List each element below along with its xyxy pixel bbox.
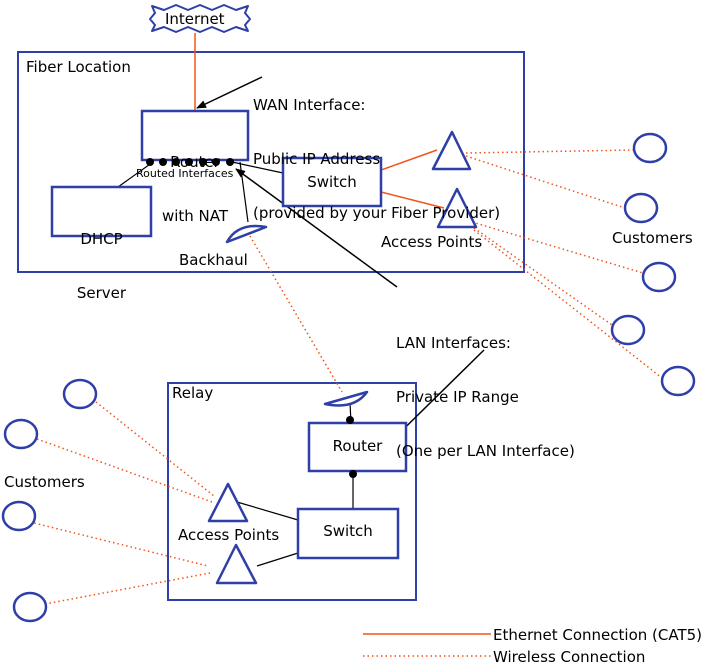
customer-icon [660, 365, 696, 397]
wan-label-line2: Public IP Address [253, 150, 381, 168]
customer-icon [610, 314, 646, 346]
router-relay-box [307, 421, 408, 473]
internet-label: Internet [165, 10, 225, 28]
access-point-icon-top-2 [436, 187, 478, 229]
lan-label-line1: LAN Interfaces: [396, 334, 511, 352]
access-points-relay-label: Access Points [178, 526, 280, 544]
customer-icons [1, 132, 696, 623]
relay-title: Relay [172, 384, 214, 402]
lan-label-line3: (One per LAN Interface) [396, 442, 575, 460]
backhaul-dish-icon-top [225, 224, 268, 244]
lan-label-line2: Private IP Range [396, 388, 519, 406]
fiber-location-title: Fiber Location [26, 58, 131, 76]
access-point-icon-top-1 [431, 130, 472, 171]
relay-box [167, 382, 417, 601]
wireless-connections [29, 149, 663, 605]
customer-icon [62, 378, 98, 410]
switch-top-box [281, 156, 383, 208]
customer-icon [641, 261, 677, 293]
ethernet-connections [194, 33, 445, 209]
customer-icon [3, 418, 39, 450]
routed-interface-dots [146, 158, 234, 166]
customers-left-label: Customers [4, 473, 85, 491]
switch-top-label: Switch [307, 173, 357, 191]
router-nat-line2: with NAT [161, 207, 229, 225]
wan-label-line1: WAN Interface: [253, 96, 366, 114]
lan-interfaces-label: LAN Interfaces: Private IP Range (One pe… [396, 298, 575, 478]
access-point-icon-relay-2 [215, 543, 258, 585]
dhcp-line2: Server [76, 284, 127, 302]
backhaul-label: Backhaul [179, 251, 248, 269]
relay-switch-port-dot [349, 470, 357, 478]
wan-interface-label: WAN Interface: Public IP Address (provid… [253, 60, 500, 240]
customer-icon [12, 591, 48, 623]
switch-relay-label: Switch [323, 522, 373, 540]
dhcp-server-label: DHCP Server [52, 194, 151, 320]
switch-relay-box [296, 507, 400, 560]
router-nat-line1: Router [170, 153, 220, 171]
customer-icon [623, 192, 659, 224]
dhcp-line1: DHCP [80, 230, 123, 248]
router-nat-label: Router with NAT [142, 117, 248, 243]
dhcp-server-box [50, 185, 153, 238]
relay-router-port-dot [346, 416, 354, 424]
customers-right-label: Customers [612, 229, 693, 247]
customer-icon [632, 132, 668, 164]
access-point-icon-relay-1 [207, 482, 249, 523]
internet-cloud-icon [149, 4, 251, 33]
access-points-top-label: Access Points [381, 233, 483, 251]
router-nat-box [140, 109, 250, 162]
legend-ethernet-label: Ethernet Connection (CAT5) [493, 626, 703, 644]
wan-label-line3: (provided by your Fiber Provider) [253, 204, 501, 222]
legend-wireless-label: Wireless Connection [493, 648, 646, 663]
backhaul-dish-icon-relay [323, 390, 369, 407]
router-relay-label: Router [332, 437, 383, 455]
routed-interfaces-label: Routed Interfaces [136, 167, 234, 180]
customer-icon [1, 500, 37, 532]
